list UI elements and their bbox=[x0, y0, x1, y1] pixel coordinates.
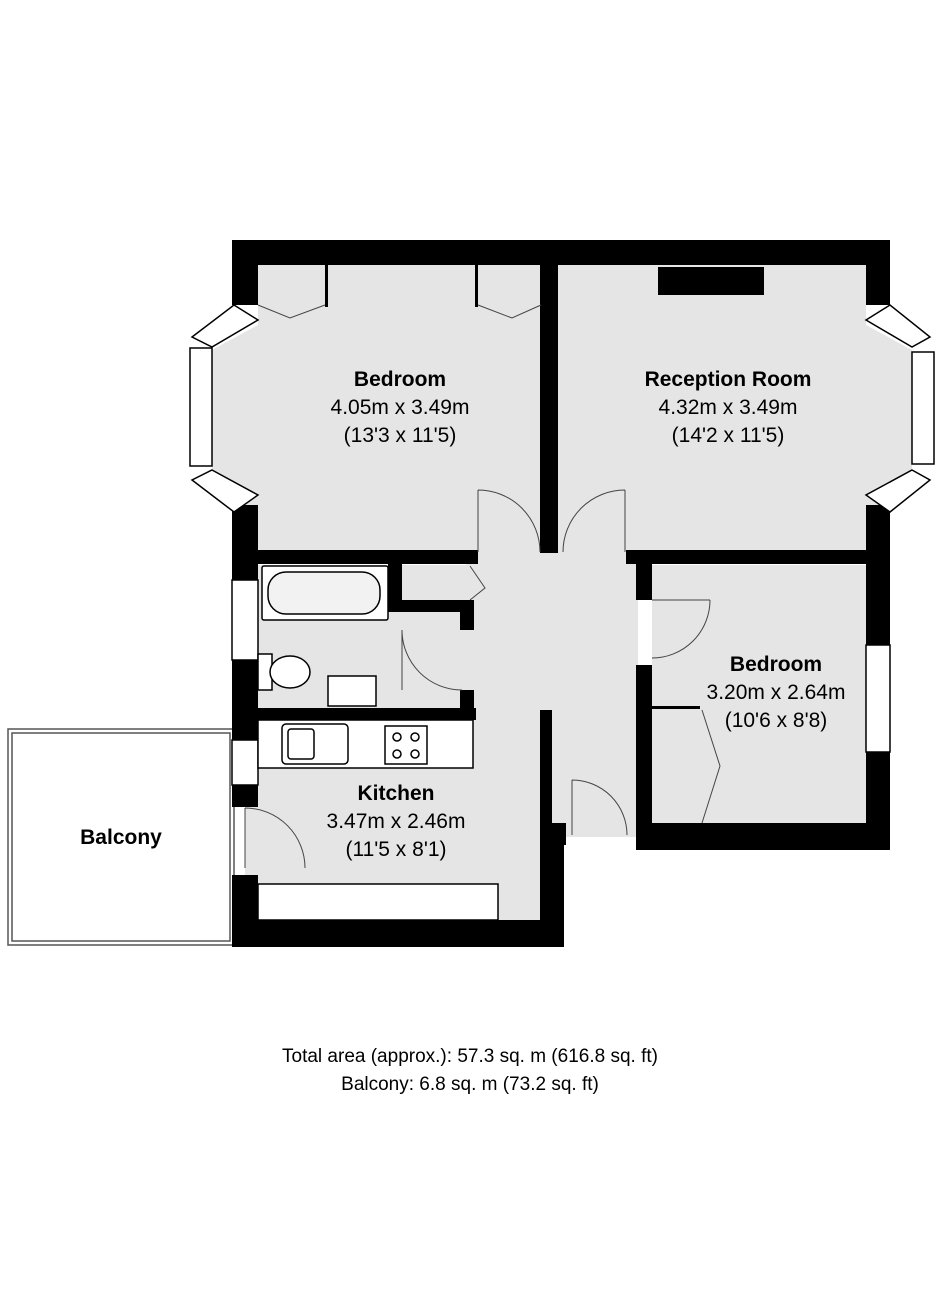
bedroom-1-imperial: (13'3 x 11'5) bbox=[344, 424, 457, 447]
bedroom-2-metric: 3.20m x 2.64m bbox=[707, 681, 846, 704]
door-swings bbox=[244, 304, 721, 869]
bedroom-1-metric: 4.05m x 3.49m bbox=[331, 396, 470, 419]
bedroom-floor bbox=[212, 265, 543, 552]
kitchen-metric: 3.47m x 2.46m bbox=[327, 810, 466, 833]
bay-windows bbox=[189, 304, 935, 786]
reception-imperial: (14'2 x 11'5) bbox=[672, 424, 785, 447]
kitchen-name: Kitchen bbox=[357, 782, 434, 805]
reception-metric: 4.32m x 3.49m bbox=[659, 396, 798, 419]
bedroom-2-imperial: (10'6 x 8'8) bbox=[725, 709, 828, 732]
balcony-outline bbox=[7, 728, 235, 946]
reception-floor bbox=[557, 265, 912, 552]
bedroom-1-name: Bedroom bbox=[354, 368, 446, 391]
reception-name: Reception Room bbox=[645, 368, 812, 391]
balcony-name: Balcony bbox=[80, 826, 162, 849]
bedroom-2-floor bbox=[652, 565, 866, 823]
fixtures bbox=[257, 565, 499, 921]
total-area-text: Total area (approx.): 57.3 sq. m (616.8 … bbox=[282, 1046, 658, 1067]
bedroom-2-name: Bedroom bbox=[730, 653, 822, 676]
balcony-area-text: Balcony: 6.8 sq. m (73.2 sq. ft) bbox=[341, 1074, 599, 1095]
walls bbox=[232, 240, 890, 947]
kitchen-imperial: (11'5 x 8'1) bbox=[345, 838, 446, 861]
